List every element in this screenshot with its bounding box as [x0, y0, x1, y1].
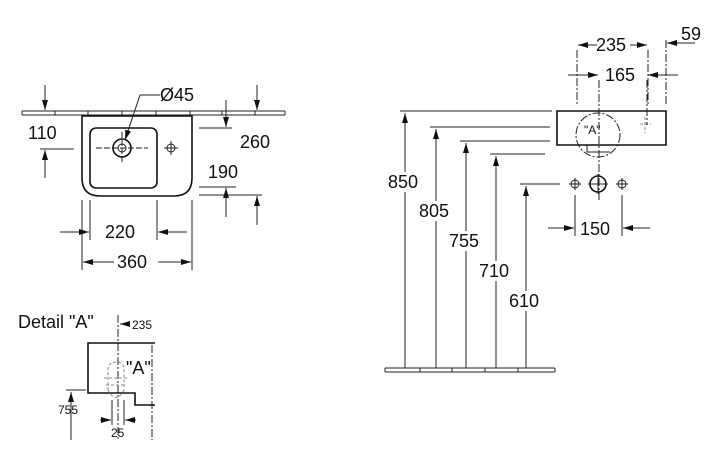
dim-260: 260 — [240, 132, 270, 152]
basin-outline — [89, 127, 158, 189]
connection-holes-icon — [569, 174, 628, 194]
wall-line — [21, 110, 286, 116]
dim-805: 805 — [419, 201, 449, 221]
dim-detail-755: 755 — [58, 403, 78, 417]
dim-detail-25: 25 — [111, 426, 125, 440]
dim-59: 59 — [681, 24, 701, 44]
detail-a: Detail "A" 235 "A" 755 25 — [18, 312, 155, 440]
dim-755: 755 — [449, 231, 479, 251]
side-view: "A" 850 805 755 710 610 150 235 — [384, 24, 701, 373]
dim-235: 235 — [596, 35, 626, 55]
dim-detail-235: 235 — [132, 318, 152, 332]
overflow-hole-icon — [164, 141, 178, 155]
side-marker: "A" — [584, 123, 601, 137]
detail-a-callout — [575, 112, 621, 158]
dim-165: 165 — [605, 65, 635, 85]
detail-marker: "A" — [126, 358, 151, 378]
floor-line — [384, 367, 556, 373]
detail-title: Detail "A" — [18, 312, 94, 332]
dim-tap-diameter: Ø45 — [160, 85, 194, 105]
sink-outline — [81, 115, 193, 197]
dim-190: 190 — [208, 162, 238, 182]
top-view: Ø45 110 260 190 220 360 — [21, 85, 286, 272]
valve-icon — [104, 361, 128, 398]
tap-hole-icon — [96, 132, 148, 164]
dim-610: 610 — [509, 291, 539, 311]
dim-360: 360 — [117, 252, 147, 272]
dim-710: 710 — [479, 261, 509, 281]
sink-profile — [87, 342, 155, 406]
dim-220: 220 — [105, 222, 135, 242]
dim-850: 850 — [388, 172, 418, 192]
dim-150: 150 — [580, 219, 610, 239]
dim-110: 110 — [28, 123, 57, 143]
sink-side-profile — [556, 110, 667, 146]
